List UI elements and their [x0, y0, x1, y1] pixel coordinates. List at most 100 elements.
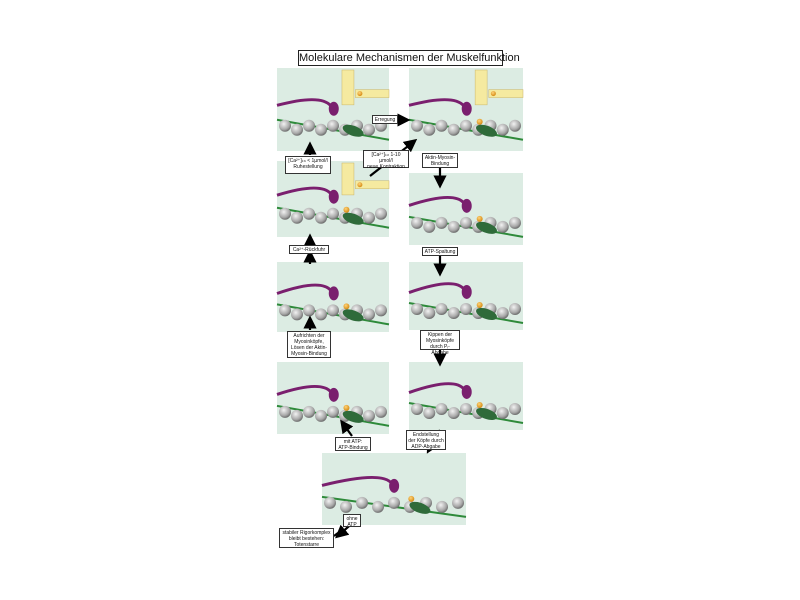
label-aktin-myosin: Aktin-Myosin- Bindung — [422, 153, 458, 168]
calcium-store — [357, 182, 363, 188]
actin-bead — [303, 405, 315, 418]
label-mit-atp: mit ATP: ATP-Bindung — [335, 437, 371, 451]
myosin-head — [389, 478, 400, 493]
longitudinal-tubule — [355, 89, 390, 98]
myosin-head — [328, 387, 339, 402]
myosin-neck — [408, 195, 465, 207]
myosin-head — [328, 101, 339, 116]
troponin — [476, 124, 497, 137]
actin-bead — [411, 302, 423, 315]
actin-bead — [447, 306, 460, 319]
actin-bead — [363, 123, 375, 136]
myosin-head — [461, 284, 472, 299]
actin-bead — [509, 216, 521, 229]
actin-bead — [411, 216, 423, 229]
troponin — [342, 124, 364, 137]
label-aufrichten: Aufrichten der Myosinköpfe, Lösen der Ak… — [287, 331, 331, 358]
calcium-store — [357, 91, 363, 97]
myosin-neck — [408, 282, 465, 295]
arrow-totenstarre — [333, 529, 343, 537]
calcium-ion — [476, 401, 483, 408]
actin-bead — [452, 496, 464, 509]
actin-bead — [372, 500, 384, 513]
label-ohne-atp: ohne ATP — [343, 514, 361, 528]
myosin-head — [461, 198, 472, 213]
actin-bead — [509, 402, 521, 415]
actin-bead — [327, 119, 339, 132]
actin-bead — [291, 409, 303, 422]
actin-bead — [291, 308, 303, 321]
calcium-ion — [343, 303, 350, 310]
label-neue-kontraktion: [Ca²⁺]ₖₙ 1-10 µmol/l neue Kontraktion — [363, 150, 409, 170]
myosin-neck — [276, 186, 332, 197]
actin-bead — [315, 123, 327, 136]
actin-bead — [327, 207, 339, 220]
actin-bead — [303, 304, 315, 317]
actin-bead — [315, 211, 327, 224]
label-kippen: Kippen der Myosinköpfe durch Pᵢ-Abgabe — [420, 330, 460, 356]
troponin — [342, 309, 364, 322]
actin-bead — [460, 302, 472, 315]
calcium-ion — [408, 495, 415, 502]
actin-bead — [423, 406, 436, 419]
actin-bead — [435, 216, 448, 229]
actin-bead — [496, 306, 509, 319]
troponin — [476, 407, 497, 420]
longitudinal-tubule — [355, 180, 390, 190]
actin-bead — [324, 496, 336, 509]
myosin-neck — [408, 382, 465, 395]
actin-bead — [509, 119, 521, 132]
actin-bead — [435, 302, 448, 315]
actin-bead — [447, 406, 460, 419]
actin-bead — [496, 220, 509, 233]
actin-bead — [423, 306, 436, 319]
actin-bead — [340, 500, 352, 513]
actin-bead — [279, 207, 291, 220]
myosin-neck — [276, 283, 332, 295]
calcium-ion — [476, 118, 483, 125]
calcium-ion — [343, 404, 350, 411]
actin-bead — [327, 304, 339, 317]
myosin-neck — [321, 475, 393, 487]
myosin-neck — [408, 98, 465, 107]
troponin — [476, 307, 497, 320]
actin-bead — [303, 207, 315, 220]
calcium-ion — [476, 215, 483, 222]
label-ca-rueckfuhr: Ca²⁺-Rückfuhr — [289, 245, 329, 254]
actin-bead — [496, 123, 509, 136]
longitudinal-tubule — [488, 89, 524, 98]
myosin-head — [328, 189, 339, 204]
actin-bead — [356, 496, 368, 509]
actin-bead — [363, 211, 375, 224]
actin-bead — [435, 119, 448, 132]
actin-bead — [423, 123, 436, 136]
actin-bead — [315, 308, 327, 321]
label-totenstarre: stabiler Rigorkomplex bleibt bestehen: T… — [279, 528, 334, 548]
actin-bead — [315, 409, 327, 422]
actin-bead — [447, 123, 460, 136]
actin-bead — [327, 405, 339, 418]
troponin — [476, 221, 497, 234]
diagram-title: Molekulare Mechanismen der Muskelfunktio… — [298, 50, 520, 66]
troponin — [409, 501, 431, 514]
label-ruhestellung: [Ca²⁺]ₖₙ < 1µmol/l Ruhestellung — [285, 156, 331, 174]
actin-bead — [423, 220, 436, 233]
actin-bead — [279, 119, 291, 132]
actin-bead — [447, 220, 460, 233]
actin-bead — [375, 304, 387, 317]
actin-bead — [291, 123, 303, 136]
actin-bead — [363, 409, 375, 422]
actin-bead — [279, 304, 291, 317]
actin-bead — [460, 216, 472, 229]
t-tubule — [341, 69, 355, 106]
actin-bead — [460, 119, 472, 132]
myosin-head — [328, 286, 339, 301]
myosin-neck — [276, 384, 332, 396]
actin-bead — [509, 302, 521, 315]
calcium-ion — [343, 206, 350, 213]
label-erregung: Erregung — [372, 115, 398, 124]
label-atp-spaltung: ATP-Spaltung — [422, 247, 458, 256]
myosin-neck — [276, 98, 332, 107]
arrow-mit-atp-up — [340, 419, 354, 437]
